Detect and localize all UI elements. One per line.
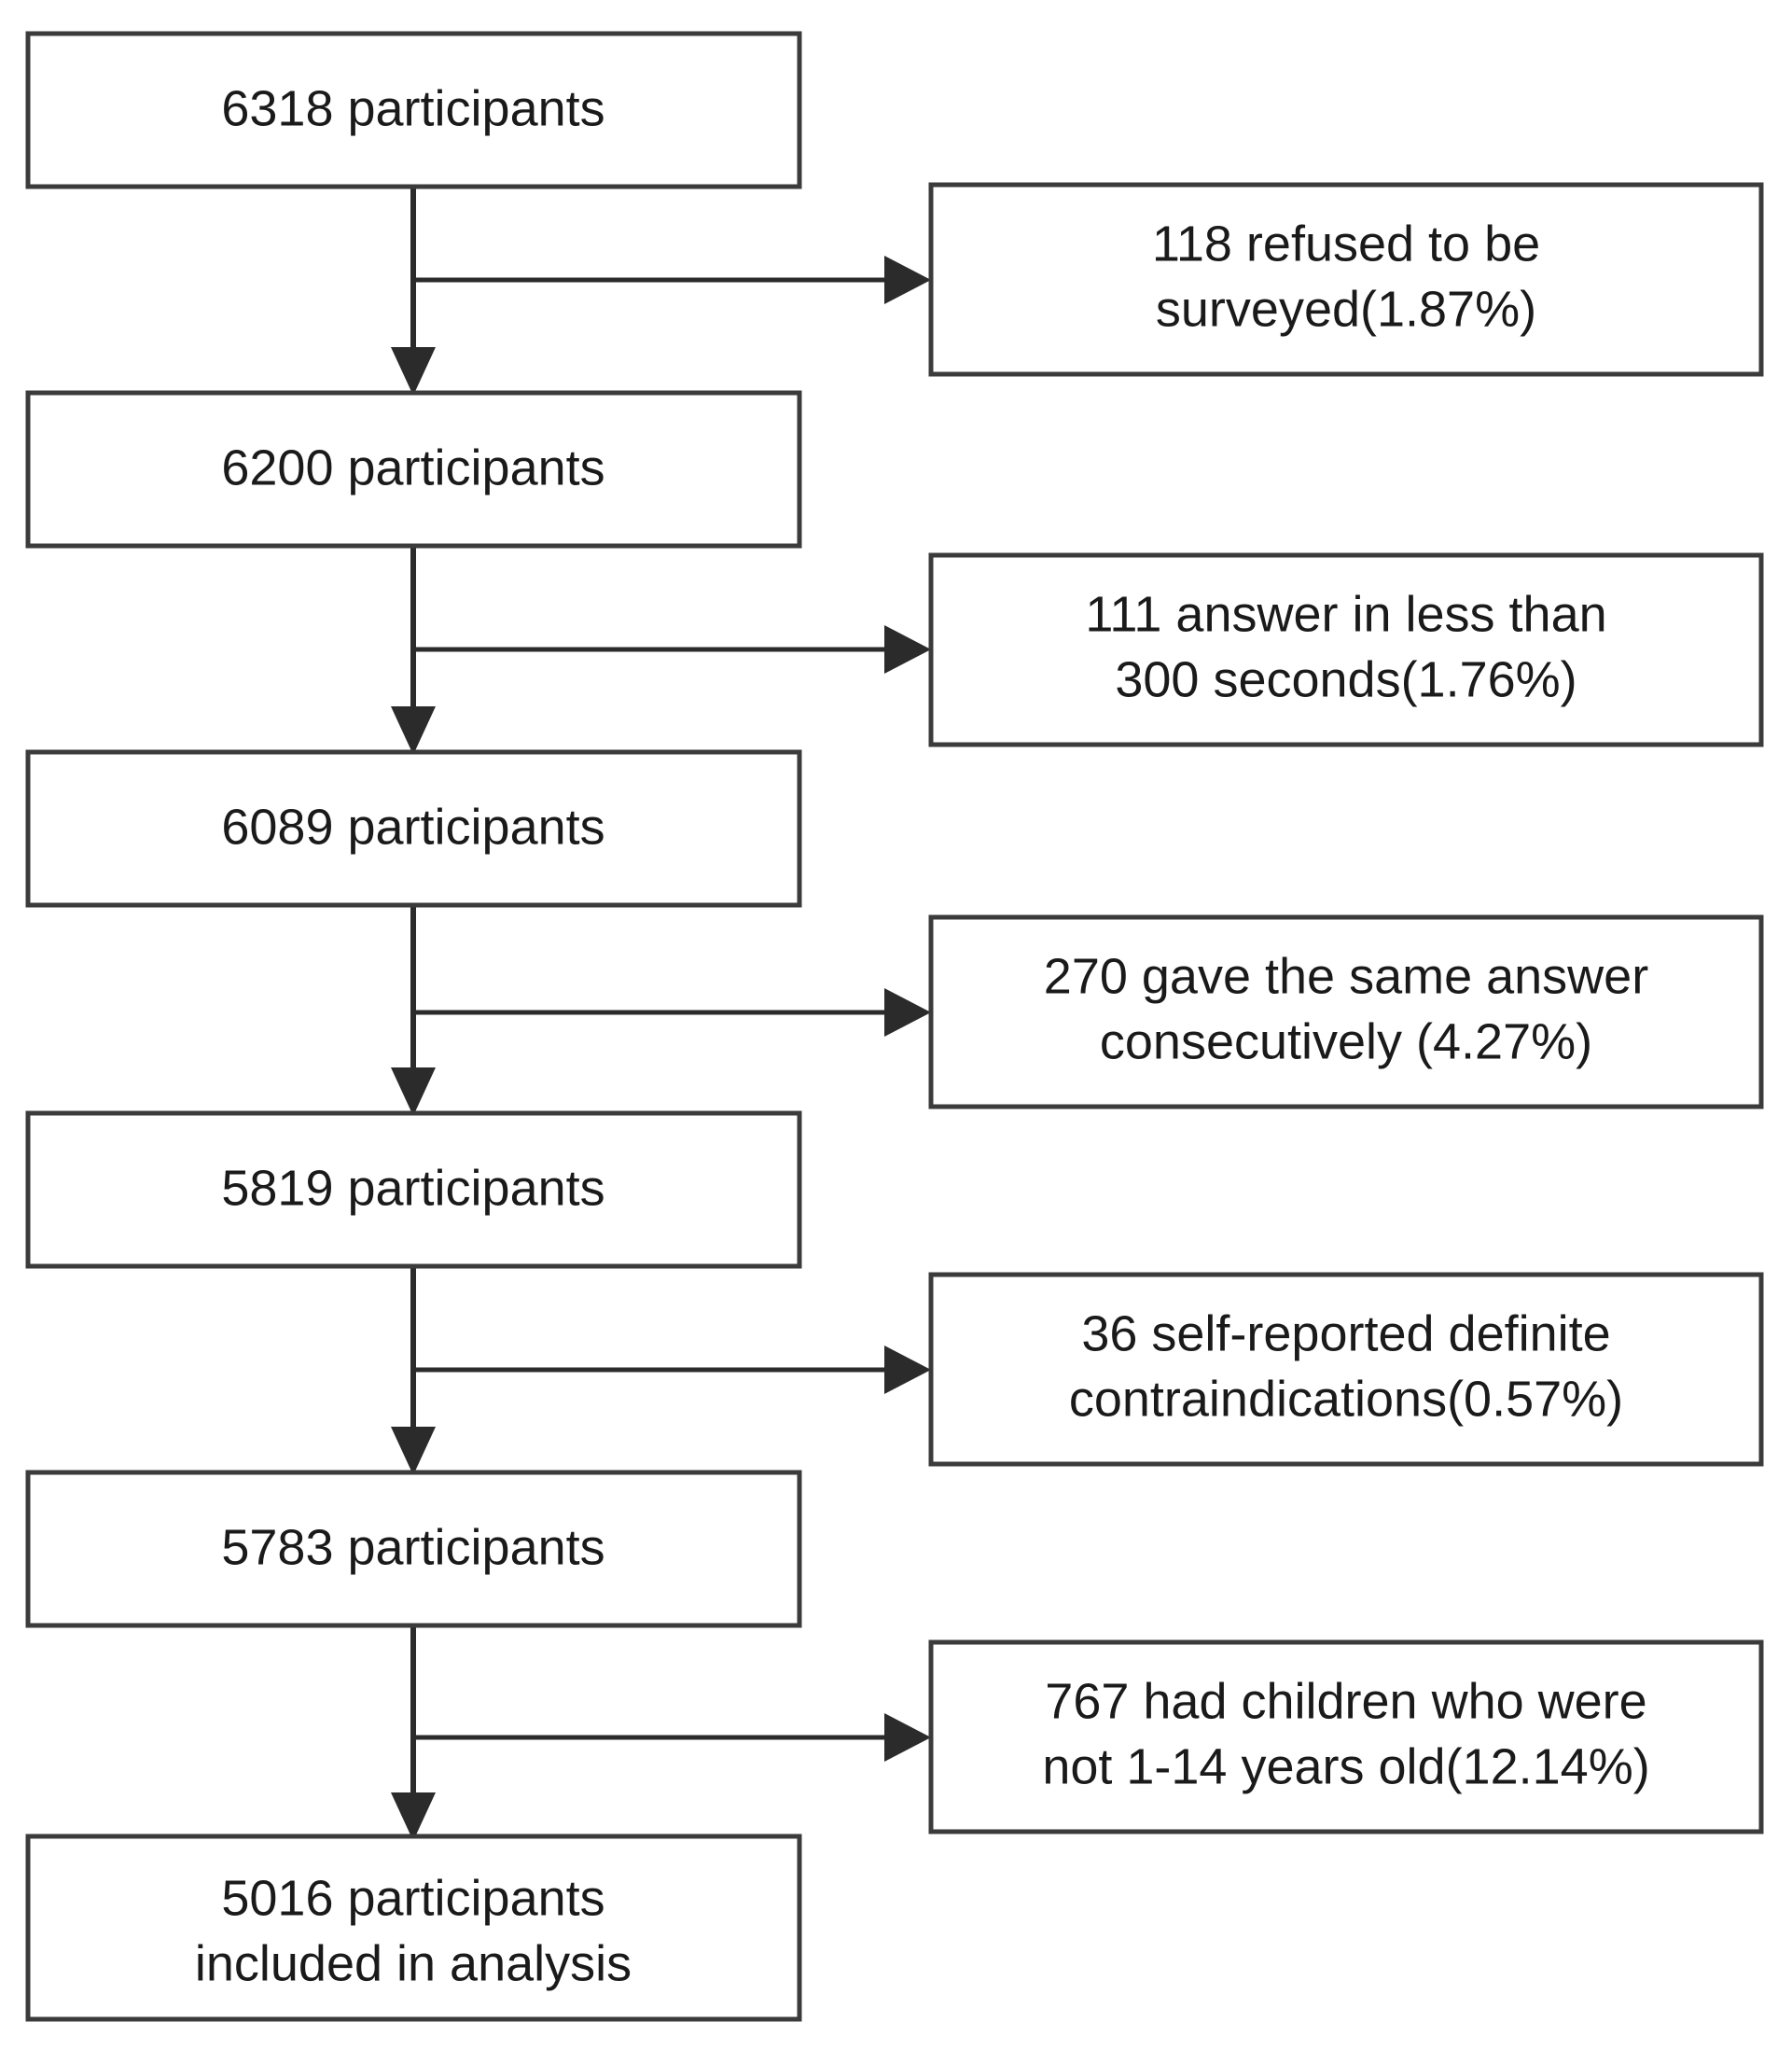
flow-node-5: 5783 participants — [25, 1470, 802, 1628]
flow-node-4: 5819 participants — [25, 1110, 802, 1269]
exclusion-node-5: 767 had children who were not 1-14 years… — [928, 1639, 1764, 1834]
exclusion-node-3-line-1: 270 gave the same answer — [1044, 948, 1648, 1004]
flow-node-3: 6089 participants — [25, 749, 802, 908]
exclusion-node-4-line-2: contraindications(0.57%) — [1069, 1371, 1623, 1427]
exclusion-node-4-line-1: 36 self-reported definite — [1081, 1305, 1610, 1361]
edge-n2-to-excl2 — [413, 625, 931, 674]
flow-node-6-label-line-1: 5016 participants — [221, 1870, 604, 1926]
edge-n4-to-excl4 — [413, 1346, 931, 1394]
flow-node-5-label: 5783 participants — [221, 1519, 604, 1575]
exclusion-node-3-line-2: consecutively (4.27%) — [1100, 1013, 1592, 1069]
edge-n3-to-excl3 — [413, 988, 931, 1037]
exclusion-node-2-line-2: 300 seconds(1.76%) — [1115, 651, 1577, 707]
exclusion-node-3: 270 gave the same answer consecutively (… — [928, 914, 1764, 1109]
flow-node-6: 5016 participants included in analysis — [25, 1834, 802, 2022]
flow-node-4-label: 5819 participants — [221, 1160, 604, 1216]
edge-n1-to-excl1 — [413, 256, 931, 304]
exclusion-node-2: 111 answer in less than 300 seconds(1.76… — [928, 552, 1764, 747]
exclusion-node-5-line-2: not 1-14 years old(12.14%) — [1042, 1738, 1649, 1794]
flow-node-6-label-line-2: included in analysis — [195, 1935, 632, 1991]
edge-n5-to-excl5 — [413, 1713, 931, 1762]
exclusion-node-1-line-2: surveyed(1.87%) — [1156, 281, 1536, 337]
edge-n2-to-n3 — [391, 546, 436, 755]
flow-node-3-label: 6089 participants — [221, 799, 604, 855]
exclusion-node-1: 118 refused to be surveyed(1.87%) — [928, 182, 1764, 377]
edge-n5-to-n6 — [391, 1625, 436, 1841]
exclusion-node-2-line-1: 111 answer in less than — [1085, 586, 1606, 642]
exclusion-node-4: 36 self-reported definite contraindicati… — [928, 1272, 1764, 1467]
edge-n3-to-n4 — [391, 905, 436, 1116]
flow-node-2-label: 6200 participants — [221, 439, 604, 495]
flow-node-2: 6200 participants — [25, 390, 802, 549]
edge-n4-to-n5 — [391, 1266, 436, 1475]
edge-n1-to-n2 — [391, 187, 436, 396]
exclusion-node-1-line-1: 118 refused to be — [1152, 216, 1540, 272]
exclusion-node-5-line-1: 767 had children who were — [1045, 1673, 1646, 1729]
flow-node-1-label: 6318 participants — [221, 80, 604, 136]
flow-node-1: 6318 participants — [25, 31, 802, 189]
